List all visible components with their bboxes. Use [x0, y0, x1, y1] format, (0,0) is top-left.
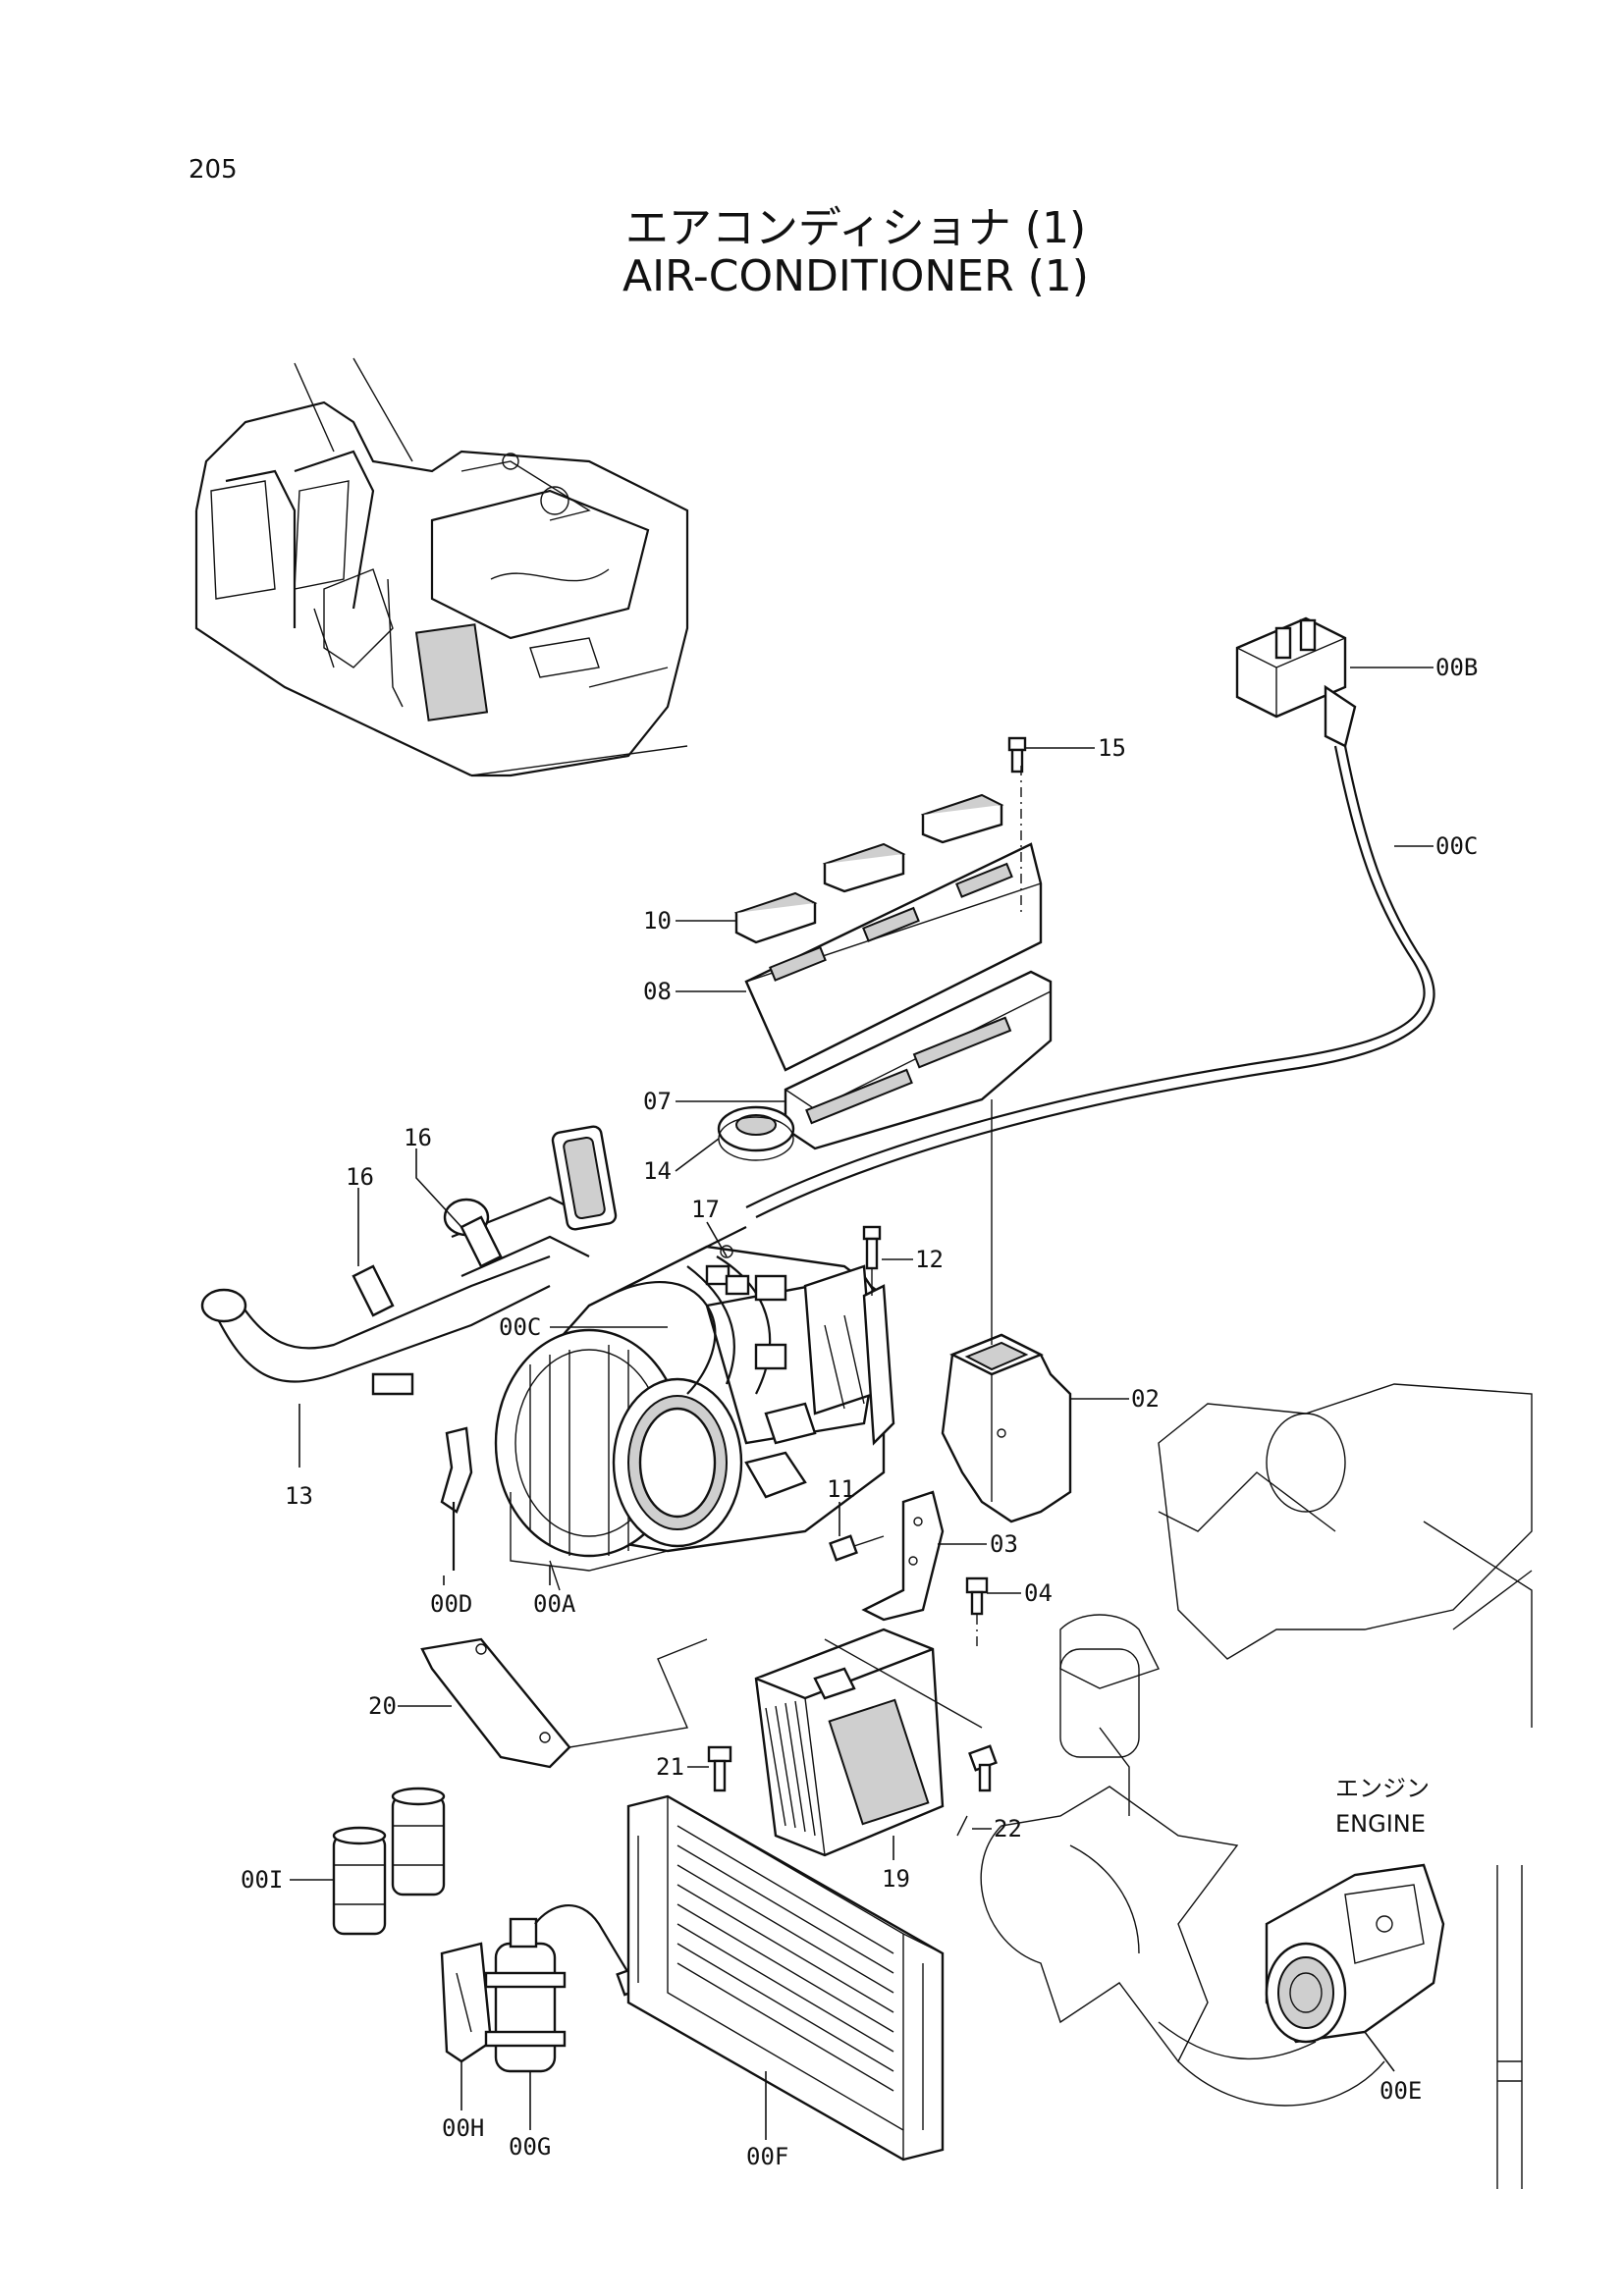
leader-lines: [290, 667, 1434, 2140]
excavator-overview: [194, 357, 689, 777]
pipe-13: [200, 1125, 618, 1383]
callout-00A: 00A: [533, 1590, 576, 1618]
callout-08: 08: [643, 978, 672, 1005]
outlet-duct-02: [941, 1099, 1072, 1523]
callout-19: 19: [882, 1865, 910, 1893]
callout-22: 22: [994, 1815, 1022, 1842]
callout-04: 04: [1024, 1579, 1053, 1607]
callout-00H: 00H: [442, 2114, 484, 2142]
harness-00C-17: [608, 1226, 750, 1395]
callout-14: 14: [643, 1157, 672, 1185]
callout-00E: 00E: [1380, 2077, 1422, 2105]
callout-00C-top: 00C: [1435, 832, 1478, 860]
callout-12: 12: [915, 1246, 944, 1273]
control-cable-00C: [745, 745, 1435, 1218]
callout-16-left: 16: [346, 1163, 374, 1191]
callout-labels: 00B 15 00C 10 08 07 14 16 16 17 12 00C 0…: [241, 654, 1478, 2170]
engine-label-en: ENGINE: [1335, 1810, 1426, 1838]
blower-unit-00A: [494, 1245, 895, 1591]
compressor-00E: [1158, 1863, 1445, 2107]
evaporator-19: [754, 1628, 983, 1857]
vertical-pipe: [1496, 1865, 1523, 2189]
callout-11: 11: [827, 1475, 855, 1503]
bracket-03: [861, 1490, 945, 1622]
callout-03: 03: [990, 1530, 1018, 1558]
receiver-00G: [484, 1904, 641, 2073]
callout-16-right: 16: [404, 1124, 432, 1151]
filter-cartridges-00I: [332, 1787, 446, 1936]
callout-17: 17: [691, 1196, 720, 1223]
control-switch-00B: [1235, 616, 1357, 748]
louvers-10: [733, 793, 1004, 944]
bolt-21: [707, 1745, 732, 1792]
engine-label-jp: エンジン: [1335, 1775, 1430, 1802]
bolt-04: [965, 1576, 989, 1649]
callout-00I: 00I: [241, 1866, 283, 1894]
title-japanese: エアコンディショナ (1): [624, 203, 1087, 253]
callout-00D: 00D: [430, 1590, 472, 1618]
callout-02: 02: [1131, 1385, 1160, 1413]
bolt-22: [956, 1744, 998, 1837]
grommet-14: [717, 1105, 795, 1161]
callout-20: 20: [368, 1692, 397, 1720]
callout-15: 15: [1098, 734, 1126, 762]
callout-00B: 00B: [1435, 654, 1478, 681]
bolt-12: [862, 1225, 882, 1296]
cover-20: [420, 1637, 708, 1769]
clamps-16: [352, 1215, 503, 1396]
cooling-fan: [980, 1727, 1239, 2063]
callout-13: 13: [285, 1482, 313, 1510]
page-number: 205: [189, 155, 238, 185]
hose-00D: [440, 1426, 473, 1571]
callout-00C-mid: 00C: [499, 1313, 541, 1341]
bracket-00H: [440, 1942, 493, 2063]
callout-00F: 00F: [746, 2143, 788, 2170]
condenser-00F: [626, 1794, 945, 2162]
duct-cover-08: [744, 766, 1043, 1072]
title-english: AIR-CONDITIONER (1): [622, 251, 1089, 301]
engine-assembly: [1059, 1383, 1533, 1758]
callout-21: 21: [656, 1753, 684, 1781]
callout-00G: 00G: [509, 2133, 551, 2161]
callout-07: 07: [643, 1088, 672, 1115]
bolt-11: [829, 1534, 885, 1562]
duct-07: [784, 970, 1053, 1150]
bolt-15: [1007, 736, 1027, 774]
callout-10: 10: [643, 907, 672, 934]
